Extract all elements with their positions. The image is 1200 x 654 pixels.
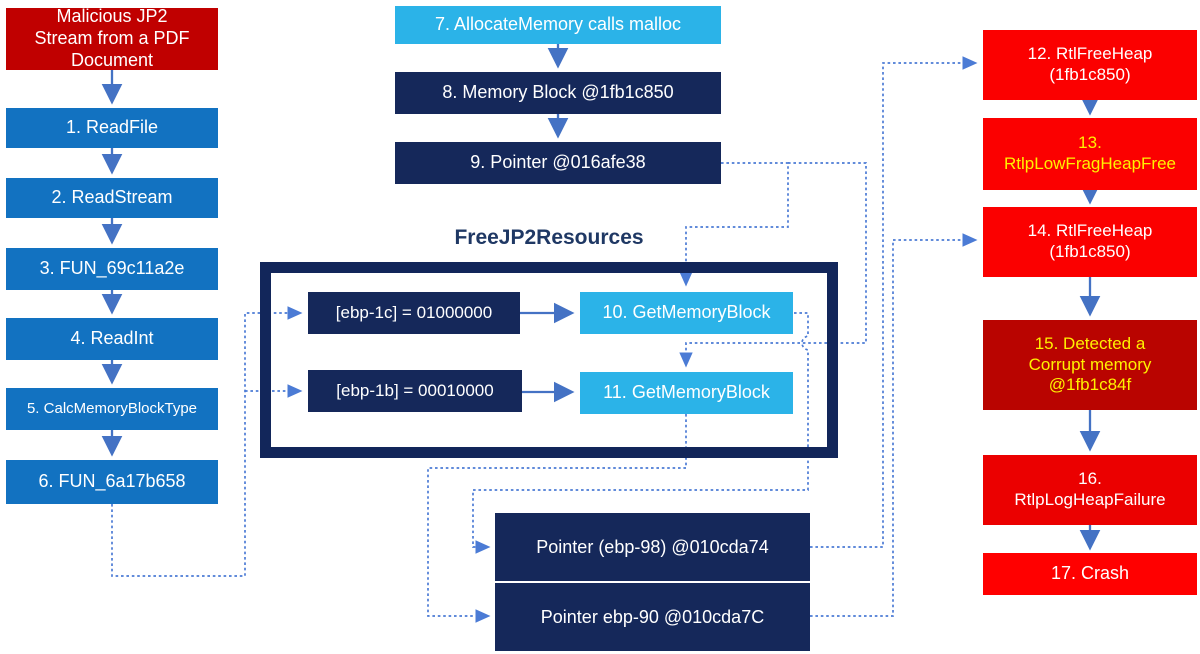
node-step10-getmemoryblock: 10. GetMemoryBlock — [580, 292, 793, 334]
edge-step10-pointer1 — [472, 312, 809, 554]
edge-pointer1-step12 — [810, 56, 978, 548]
node-malicious-jp2-source: Malicious JP2 Stream from a PDF Document — [6, 6, 218, 70]
node-step6-fun-6a17b658: 6. FUN_6a17b658 — [6, 460, 218, 504]
node-step9-pointer: 9. Pointer @016afe38 — [395, 142, 721, 184]
node-step2-readstream: 2. ReadStream — [6, 178, 218, 218]
node-step7-allocatememory: 7. AllocateMemory calls malloc — [395, 6, 721, 44]
node-ebp-1c: [ebp-1c] = 01000000 — [308, 292, 520, 334]
solid-arrows-middle — [520, 44, 575, 403]
edge-step9-step10 — [679, 162, 789, 287]
free-jp2-resources-title: FreeJP2Resources — [454, 226, 644, 249]
node-step5-calcmemoryblocktype: 5. CalcMemoryBlockType — [6, 388, 218, 430]
node-step4-readint: 4. ReadInt — [6, 318, 218, 360]
free-jp2-resources-frame — [260, 262, 838, 458]
node-ebp-1b: [ebp-1b] = 00010000 — [308, 370, 522, 412]
node-step14-rtlfreeheap: 14. RtlFreeHeap (1fb1c850) — [983, 207, 1197, 277]
node-step13-rtlplowfragheapfree: 13. RtlpLowFragHeapFree — [983, 118, 1197, 190]
node-step8-memory-block: 8. Memory Block @1fb1c850 — [395, 72, 721, 114]
node-step1-readfile: 1. ReadFile — [6, 108, 218, 148]
edge-pointer2-step14 — [810, 233, 978, 617]
node-step16-rtlplogheapfailure: 16. RtlpLogHeapFailure — [983, 455, 1197, 525]
node-step15-corrupt-memory: 15. Detected a Corrupt memory @1fb1c84f — [983, 320, 1197, 410]
node-step12-rtlfreeheap: 12. RtlFreeHeap (1fb1c850) — [983, 30, 1197, 100]
pointer-table: Pointer (ebp-98) @010cda74 Pointer ebp-9… — [495, 513, 810, 651]
edge-step9-step11 — [679, 162, 867, 368]
node-step11-getmemoryblock: 11. GetMemoryBlock — [580, 372, 793, 414]
pointer-row-ebp90: Pointer ebp-90 @010cda7C — [495, 581, 810, 651]
node-step17-crash: 17. Crash — [983, 553, 1197, 595]
pointer-row-ebp98: Pointer (ebp-98) @010cda74 — [536, 536, 769, 557]
node-step3-fun-69c11a2e: 3. FUN_69c11a2e — [6, 248, 218, 290]
